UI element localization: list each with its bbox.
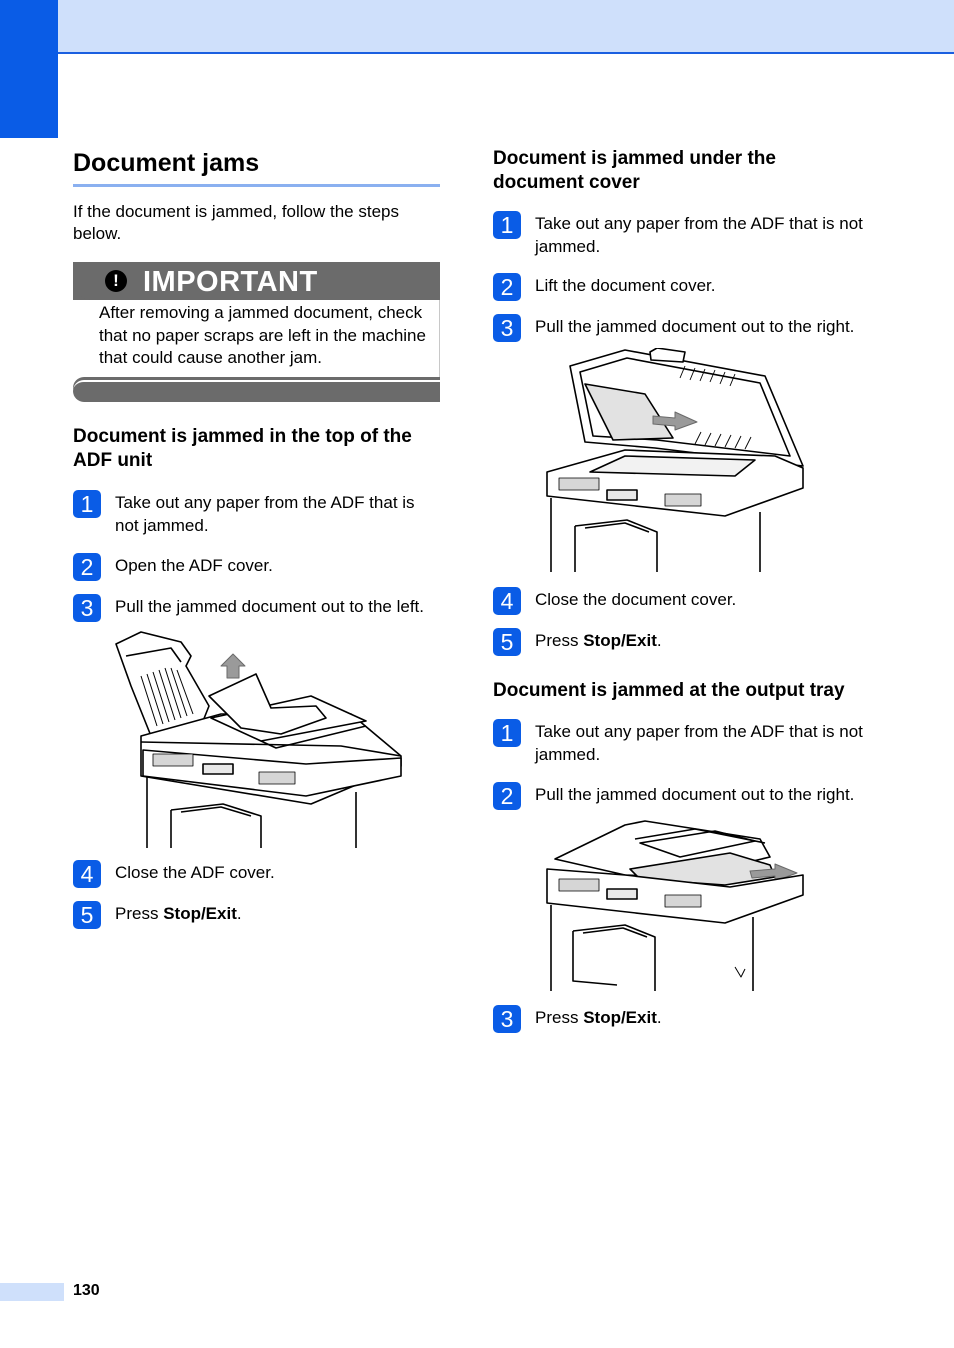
step-item: 1 Take out any paper from the ADF that i… — [73, 490, 440, 537]
step-text: Pull the jammed document out to the righ… — [535, 316, 855, 336]
step-text: Open the ADF cover. — [115, 556, 273, 575]
step-item: 4 Close the ADF cover. — [73, 860, 440, 888]
step-text-suffix: . — [656, 630, 662, 650]
step-text-suffix: . — [656, 1007, 662, 1027]
step-number: 3 — [73, 593, 101, 622]
step-item: 5 Press Stop/Exit. — [73, 900, 440, 929]
step-text: Take out any paper from the ADF that is … — [535, 722, 863, 764]
step-item: 2 Pull the jammed document out to the ri… — [493, 782, 863, 810]
exclamation-icon: ! — [105, 270, 127, 292]
section-title: Document jams — [73, 148, 440, 187]
step-number: 3 — [493, 1004, 521, 1033]
step-text-prefix: Press — [115, 903, 164, 923]
step-text-prefix: Press — [535, 1007, 584, 1027]
step-number: 1 — [493, 719, 521, 747]
page-number-tab — [0, 1283, 64, 1301]
important-text: After removing a jammed document, check … — [73, 300, 440, 377]
step-item: 1 Take out any paper from the ADF that i… — [493, 719, 863, 766]
step-text: Lift the document cover. — [535, 276, 716, 295]
step-text: Take out any paper from the ADF that is … — [535, 214, 863, 256]
step-number: 2 — [493, 782, 521, 810]
subsection-heading: Document is jammed under the document co… — [493, 148, 776, 193]
step-number: 2 — [73, 553, 101, 581]
right-column: Document is jammed under the document co… — [493, 140, 863, 1033]
step-text: Press Stop/Exit. — [115, 903, 440, 926]
important-footer — [73, 380, 440, 402]
stop-exit-key: Stop/Exit — [583, 630, 657, 650]
step-text: Pull the jammed document out to the left… — [115, 596, 425, 616]
chapter-tab — [0, 0, 58, 138]
adf-jam-illustration — [115, 631, 402, 848]
step-item: 3 Pull the jammed document out to the ri… — [493, 313, 863, 342]
step-number: 1 — [73, 490, 101, 518]
important-label: IMPORTANT — [143, 266, 318, 298]
step-item: 5 Press Stop/Exit. — [493, 627, 863, 656]
cover-jam-illustration — [546, 348, 804, 572]
step-item: 3 Press Stop/Exit. — [493, 1004, 863, 1033]
left-column: Document jams If the document is jammed,… — [73, 140, 440, 929]
step-text-suffix: . — [236, 903, 242, 923]
step-text: Take out any paper from the ADF that is … — [115, 493, 415, 535]
step-text: Close the document cover. — [535, 590, 737, 609]
step-item: 2 Lift the document cover. — [493, 273, 863, 301]
step-number: 4 — [493, 587, 521, 615]
important-box: ! IMPORTANT After removing a jammed docu… — [73, 262, 440, 402]
step-number: 5 — [493, 627, 521, 656]
step-item: 4 Close the document cover. — [493, 587, 863, 615]
step-text: Close the ADF cover. — [115, 863, 275, 882]
step-text: Press Stop/Exit. — [535, 630, 863, 653]
stop-exit-key: Stop/Exit — [583, 1007, 657, 1027]
step-text-prefix: Press — [535, 630, 584, 650]
output-tray-jam-illustration — [546, 819, 804, 991]
intro-text: If the document is jammed, follow the st… — [73, 202, 399, 243]
step-number: 5 — [73, 900, 101, 929]
page-number: 130 — [73, 1282, 100, 1299]
important-header: ! IMPORTANT — [73, 262, 440, 300]
stop-exit-key: Stop/Exit — [163, 903, 237, 923]
header-band — [0, 0, 954, 54]
subsection-heading: Document is jammed in the top of the ADF… — [73, 426, 412, 471]
step-item: 3 Pull the jammed document out to the le… — [73, 593, 440, 622]
step-number: 2 — [493, 273, 521, 301]
step-item: 2 Open the ADF cover. — [73, 553, 440, 581]
step-number: 4 — [73, 860, 101, 888]
step-number: 1 — [493, 211, 521, 239]
step-text: Press Stop/Exit. — [535, 1007, 863, 1030]
step-number: 3 — [493, 313, 521, 342]
step-item: 1 Take out any paper from the ADF that i… — [493, 211, 863, 258]
subsection-heading: Document is jammed at the output tray — [493, 680, 845, 701]
step-text: Pull the jammed document out to the righ… — [535, 785, 855, 804]
